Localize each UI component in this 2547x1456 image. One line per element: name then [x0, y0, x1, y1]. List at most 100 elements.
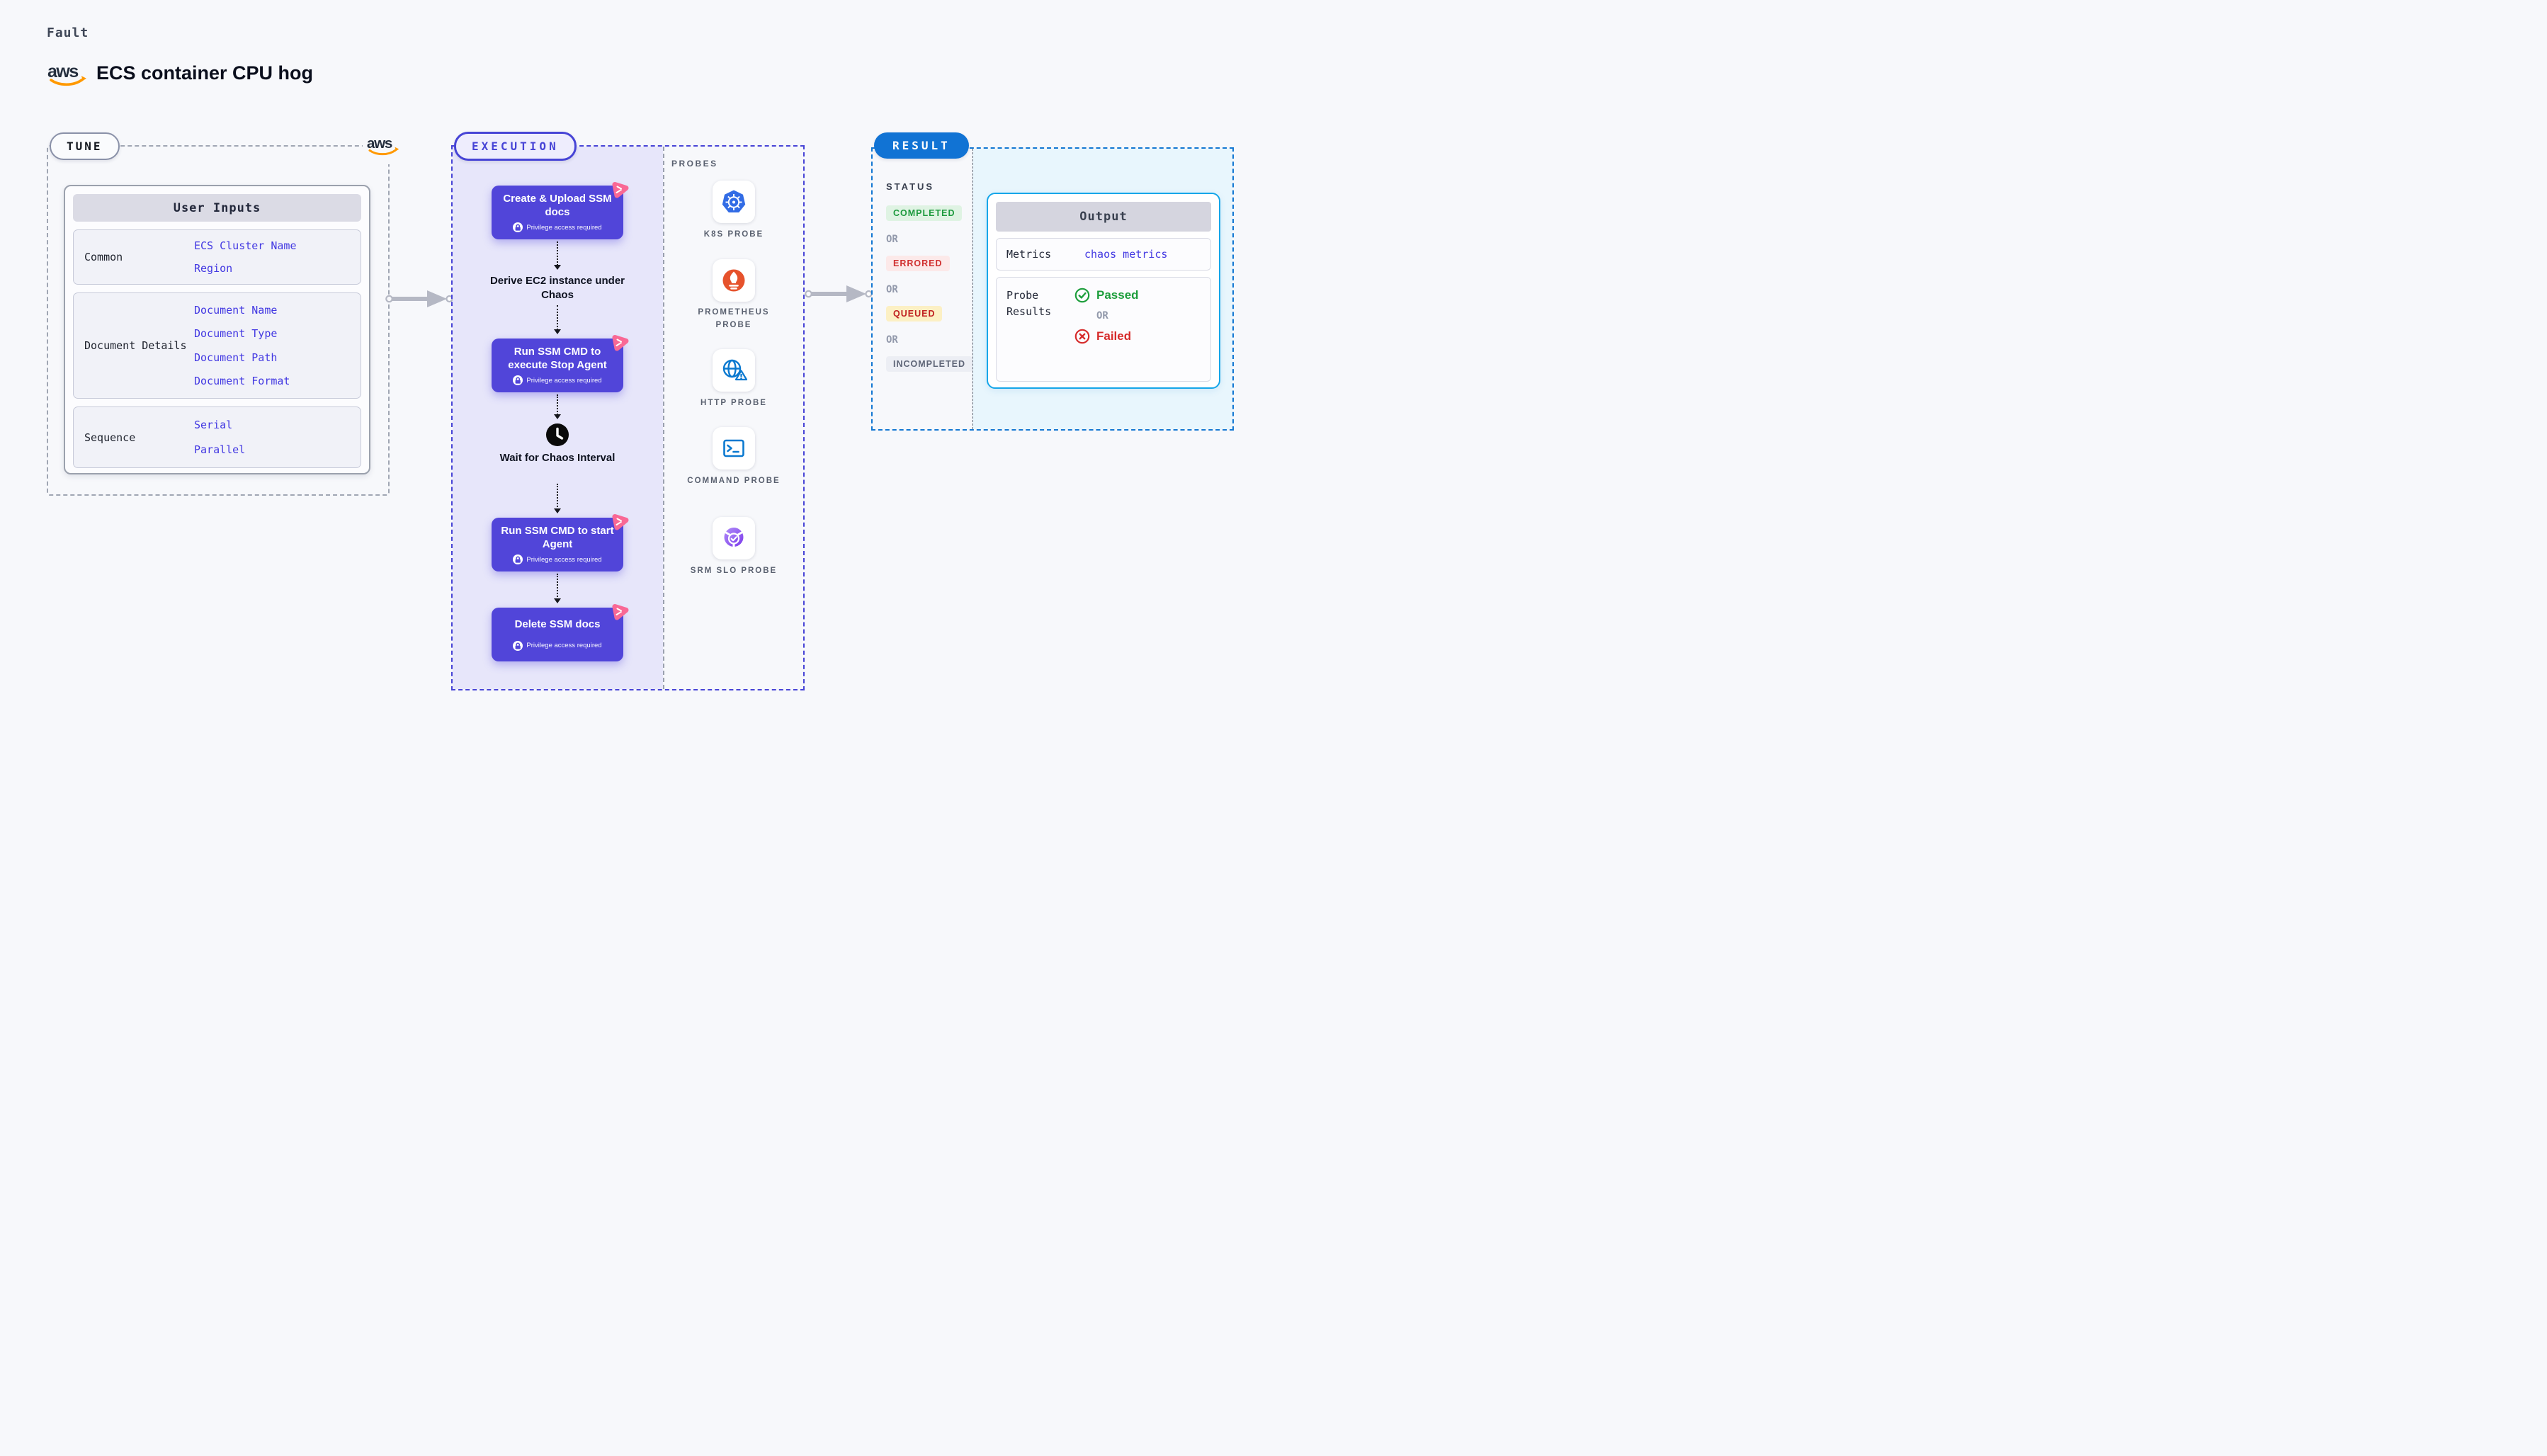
terminal-icon: [713, 427, 755, 470]
or-separator: OR: [886, 284, 898, 295]
step-run-ssm-cmd-stop-agent: Run SSM CMD to execute Stop Agent Privil…: [492, 339, 623, 392]
status-badge-incompleted: INCOMPLETED: [886, 356, 972, 372]
status-badge-errored: ERRORED: [886, 256, 950, 271]
http-globe-warning-icon: [713, 349, 755, 392]
page-title: ECS container CPU hog: [96, 62, 314, 84]
flow-arrow-down: [554, 484, 561, 513]
row-label: Document Details: [84, 339, 187, 352]
step-run-ssm-cmd-start-agent: Run SSM CMD to start Agent Privilege acc…: [492, 518, 623, 571]
tune-section-label: TUNE: [50, 132, 120, 160]
or-separator: OR: [886, 234, 898, 245]
privilege-note: Privilege access required: [513, 222, 602, 233]
step-title: Delete SSM docs: [514, 618, 601, 631]
input-value: ECS Cluster Name: [194, 239, 297, 253]
input-value: Document Path: [194, 351, 278, 364]
probe-label-k8s: K8S PROBE: [703, 230, 764, 239]
input-value: Serial: [194, 419, 233, 432]
row-label: Common: [84, 251, 123, 263]
probe-results-values: Passed OR Failed: [1074, 278, 1139, 381]
fault-diagram: Fault ECS container CPU hog TUNE User In…: [0, 0, 1274, 728]
output-header: Output: [996, 202, 1211, 232]
tune-aws-logo-wrap: [363, 126, 404, 164]
tune-section-box: [47, 145, 390, 496]
chaos-step-icon: [609, 332, 630, 352]
status-badge-completed: COMPLETED: [886, 205, 963, 221]
flow-arrow-down: [554, 574, 561, 603]
row-values: ECS Cluster Name Region: [194, 230, 361, 284]
flow-arrow-down: [554, 241, 561, 270]
or-separator: OR: [1096, 310, 1108, 322]
clock-icon: [545, 423, 569, 447]
lock-icon: [513, 222, 523, 233]
lock-icon: [513, 640, 523, 651]
chaos-step-icon: [609, 179, 630, 199]
probes-heading: PROBES: [671, 159, 718, 169]
passed-line: Passed: [1074, 288, 1139, 303]
failed-label: Failed: [1096, 329, 1132, 343]
privilege-note: Privilege access required: [513, 554, 602, 565]
metrics-row: Metrics chaos metrics: [996, 238, 1211, 271]
row-values: Serial Parallel: [194, 407, 361, 467]
step-derive-ec2-instance: Derive EC2 instance under Chaos: [489, 275, 625, 302]
kubernetes-icon: [713, 181, 755, 223]
srm-slo-icon: [713, 517, 755, 559]
user-inputs-row-document-details: Document Details Document Name Document …: [73, 292, 361, 399]
probe-results-label: Probe Results: [1006, 289, 1052, 318]
privilege-note-text: Privilege access required: [526, 376, 602, 385]
input-value: Document Type: [194, 327, 278, 341]
privilege-note: Privilege access required: [513, 375, 602, 386]
lock-icon: [513, 554, 523, 565]
status-heading: STATUS: [886, 181, 935, 192]
check-circle-icon: [1074, 288, 1090, 303]
result-status-divider: [972, 149, 973, 429]
input-value: Parallel: [194, 443, 246, 456]
step-title: Create & Upload SSM docs: [503, 192, 612, 218]
tune-to-execution-arrow: [385, 290, 453, 308]
row-values: Document Name Document Type Document Pat…: [194, 293, 361, 398]
metrics-label: Metrics: [1006, 248, 1052, 261]
user-inputs-header: User Inputs: [73, 194, 361, 222]
execution-to-result-arrow: [805, 285, 873, 303]
execution-section-label: EXECUTION: [454, 132, 577, 161]
privilege-note-text: Privilege access required: [526, 555, 602, 564]
probe-results-row: Probe Results Passed OR Failed: [996, 277, 1211, 382]
user-inputs-card: User Inputs Common ECS Cluster Name Regi…: [64, 185, 370, 474]
probe-label-command: COMMAND PROBE: [687, 477, 781, 485]
privilege-note-text: Privilege access required: [526, 642, 602, 650]
flow-arrow-down: [554, 394, 561, 419]
privilege-note-text: Privilege access required: [526, 223, 602, 232]
aws-logo: [47, 61, 88, 86]
passed-label: Passed: [1096, 288, 1139, 302]
probe-label-srm-slo: SRM SLO PROBE: [690, 567, 778, 575]
failed-line: Failed: [1074, 329, 1139, 344]
flow-arrow-down: [554, 305, 561, 334]
result-section-label: RESULT: [874, 132, 969, 159]
execution-probes-divider: [663, 147, 664, 689]
step-delete-ssm-docs: Delete SSM docs Privilege access require…: [492, 608, 623, 661]
step-title: Run SSM CMD to execute Stop Agent: [508, 345, 607, 371]
input-value: Region: [194, 261, 233, 275]
probe-label-http: HTTP PROBE: [700, 399, 767, 407]
chaos-step-icon: [609, 601, 630, 621]
fault-kicker: Fault: [47, 25, 89, 40]
chaos-step-icon: [609, 511, 630, 531]
probe-label-prometheus: PROMETHEUS PROBE: [698, 308, 770, 329]
step-create-upload-ssm-docs: Create & Upload SSM docs Privilege acces…: [492, 186, 623, 239]
input-value: Document Name: [194, 304, 278, 317]
prometheus-icon: [713, 259, 755, 302]
output-card: Output Metrics chaos metrics Probe Resul…: [987, 193, 1220, 389]
user-inputs-row-sequence: Sequence Serial Parallel: [73, 406, 361, 468]
aws-logo: [366, 134, 400, 156]
row-label: Sequence: [84, 431, 136, 444]
input-value: Document Format: [194, 374, 290, 387]
lock-icon: [513, 375, 523, 386]
user-inputs-row-common: Common ECS Cluster Name Region: [73, 229, 361, 285]
privilege-note: Privilege access required: [513, 640, 602, 651]
metrics-value: chaos metrics: [1084, 248, 1168, 261]
cross-circle-icon: [1074, 329, 1090, 344]
result-section-box: [871, 147, 1234, 431]
step-wait-for-chaos-interval: Wait for Chaos Interval: [499, 452, 616, 464]
status-badge-queued: QUEUED: [886, 306, 943, 322]
execution-section-box: [451, 145, 805, 690]
step-title: Run SSM CMD to start Agent: [501, 524, 614, 550]
